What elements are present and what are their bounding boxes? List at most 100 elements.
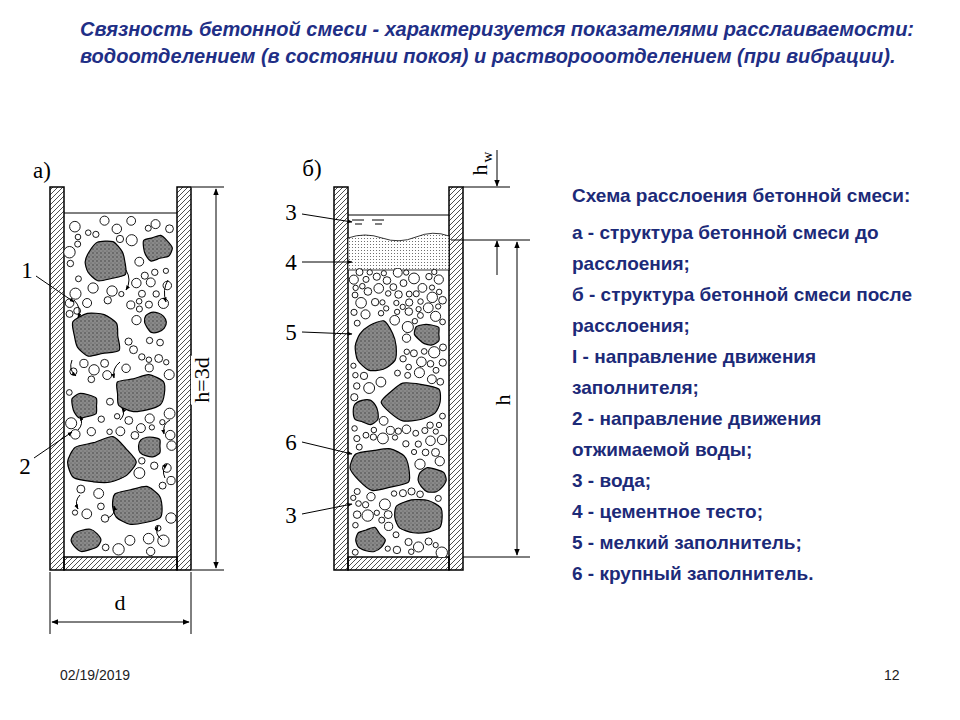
fine-aggregate bbox=[145, 301, 152, 308]
fine-aggregate bbox=[418, 299, 424, 305]
fine-aggregate bbox=[139, 354, 145, 360]
fine-aggregate bbox=[157, 339, 164, 346]
leader-lines-a bbox=[34, 276, 74, 458]
fine-aggregate bbox=[166, 513, 176, 523]
fine-aggregate bbox=[158, 535, 169, 546]
fine-aggregate bbox=[436, 289, 441, 294]
callout-number: 4 bbox=[284, 251, 298, 274]
fine-aggregate bbox=[127, 216, 136, 225]
coarse-aggregate bbox=[72, 393, 97, 418]
fine-aggregate bbox=[80, 359, 88, 367]
legend-column: Схема расслоения бетонной смеси:а - стру… bbox=[572, 180, 922, 589]
fine-aggregate bbox=[100, 216, 109, 225]
fine-aggregate bbox=[356, 297, 367, 308]
fine-aggregate bbox=[383, 277, 391, 285]
legend-entry: 6 - крупный заполнитель. bbox=[572, 558, 922, 589]
fine-aggregate bbox=[102, 544, 109, 551]
fine-aggregate bbox=[351, 309, 357, 315]
fine-aggregate bbox=[379, 416, 388, 425]
fine-aggregate bbox=[426, 273, 432, 279]
callout-number: 6 bbox=[284, 431, 298, 454]
fine-aggregate bbox=[353, 372, 358, 377]
fine-aggregate bbox=[353, 522, 359, 528]
fine-aggregate bbox=[354, 383, 360, 389]
dimension-label: d bbox=[113, 592, 128, 614]
fine-aggregate bbox=[352, 292, 358, 298]
legend-entry: 4 - цементное тесто; bbox=[572, 496, 922, 527]
fine-aggregate bbox=[378, 310, 383, 315]
figure-label: а) bbox=[32, 159, 52, 182]
fine-aggregate bbox=[373, 273, 380, 280]
fine-aggregate bbox=[93, 231, 99, 237]
cement-paste-layer bbox=[348, 233, 449, 270]
fine-aggregate bbox=[132, 278, 141, 287]
date-footer: 02/19/2019 bbox=[60, 668, 130, 682]
fine-aggregate bbox=[400, 280, 407, 287]
fine-aggregate bbox=[362, 510, 373, 521]
coarse-aggregate bbox=[139, 437, 161, 457]
fine-aggregate bbox=[146, 547, 154, 555]
fine-aggregate bbox=[125, 535, 135, 545]
fine-aggregate bbox=[145, 364, 153, 372]
coarse-aggregate bbox=[350, 449, 410, 491]
fine-aggregate bbox=[116, 427, 125, 436]
fine-aggregate bbox=[361, 310, 370, 319]
fine-aggregate bbox=[75, 234, 81, 240]
fine-aggregate bbox=[85, 230, 91, 236]
fine-aggregate bbox=[423, 303, 433, 313]
coarse-aggregate bbox=[395, 500, 442, 533]
fine-aggregate bbox=[405, 538, 412, 545]
fine-aggregate bbox=[151, 462, 158, 469]
movement-arrows bbox=[71, 270, 170, 540]
legend-entry: I - направление движения заполнителя; bbox=[572, 341, 922, 403]
fine-aggregate bbox=[377, 433, 388, 444]
fine-aggregate bbox=[440, 413, 446, 419]
fine-aggregate bbox=[415, 441, 421, 447]
fine-aggregate bbox=[87, 428, 95, 436]
fine-aggregate bbox=[385, 291, 390, 296]
coarse-aggregate bbox=[144, 312, 166, 332]
coarse-aggregate bbox=[414, 324, 439, 344]
dimension-lines-a bbox=[50, 187, 224, 634]
fine-aggregate bbox=[66, 390, 72, 396]
fine-aggregate bbox=[376, 377, 386, 387]
fine-aggregate bbox=[405, 308, 413, 316]
fine-aggregate bbox=[155, 354, 163, 362]
fine-aggregate bbox=[434, 275, 443, 284]
fine-aggregate bbox=[101, 515, 108, 522]
fine-aggregate bbox=[167, 441, 177, 451]
fine-aggregate bbox=[429, 347, 440, 358]
legend-heading: Схема расслоения бетонной смеси: bbox=[572, 180, 922, 211]
coarse-aggregate bbox=[85, 241, 126, 281]
fine-aggregate bbox=[134, 468, 145, 479]
fine-aggregate bbox=[393, 268, 402, 277]
coarse-aggregate bbox=[72, 313, 119, 356]
fine-aggregate bbox=[360, 283, 366, 289]
fine-aggregate bbox=[436, 422, 441, 427]
fine-aggregate bbox=[405, 372, 411, 378]
callout-number: 1 bbox=[20, 259, 34, 282]
fine-aggregate bbox=[351, 495, 356, 500]
fine-aggregate bbox=[415, 459, 425, 469]
fine-aggregate bbox=[406, 364, 412, 370]
fine-aggregate bbox=[402, 321, 413, 332]
fine-aggregate bbox=[66, 310, 73, 317]
fine-aggregate bbox=[352, 426, 357, 431]
fine-aggregate bbox=[354, 320, 360, 326]
coarse-aggregate bbox=[113, 486, 162, 524]
fine-aggregate bbox=[353, 285, 358, 290]
fine-aggregate bbox=[146, 357, 151, 362]
fine-aggregate bbox=[390, 315, 400, 325]
fine-aggregate bbox=[136, 424, 145, 433]
fine-aggregate bbox=[114, 414, 119, 419]
fine-aggregate bbox=[367, 493, 375, 501]
fine-aggregate bbox=[349, 275, 358, 284]
fine-aggregate bbox=[141, 272, 148, 279]
fine-aggregate bbox=[413, 542, 423, 552]
fine-aggregate bbox=[425, 538, 432, 545]
fine-aggregate bbox=[409, 273, 420, 284]
mix-b bbox=[349, 268, 447, 557]
fine-aggregate bbox=[436, 547, 447, 557]
fine-aggregate bbox=[153, 291, 159, 297]
